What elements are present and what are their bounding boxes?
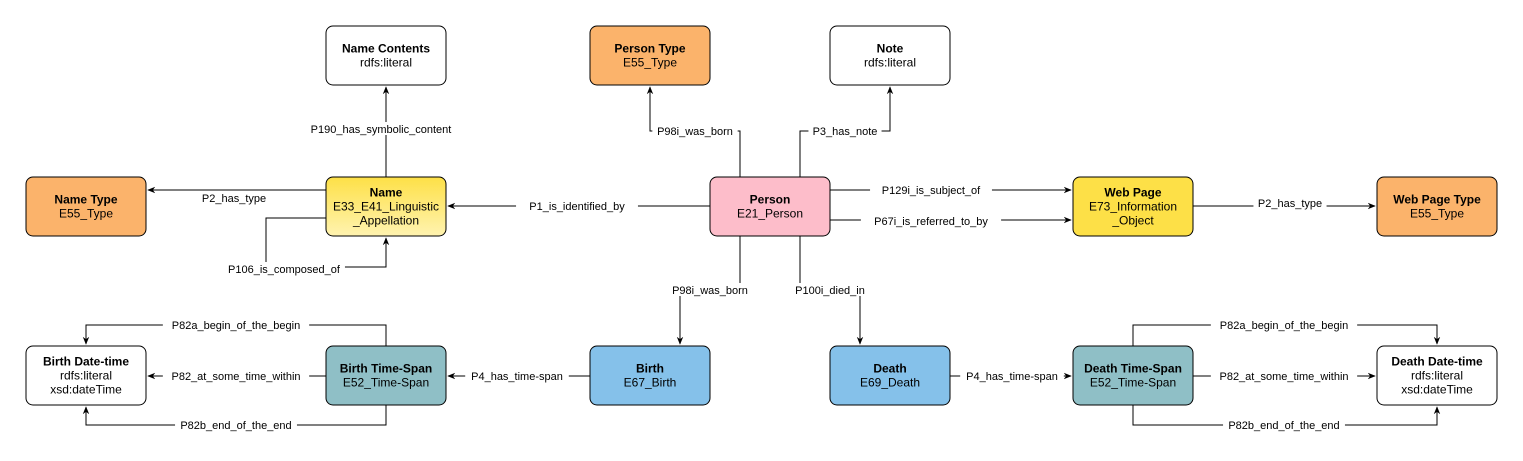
edge-label: P82_at_some_time_within: [162, 369, 310, 383]
node-class: E21_Person: [737, 207, 803, 221]
edge-label: P3_has_note: [808, 124, 882, 138]
node-title: Birth Date-time: [43, 355, 129, 369]
node-title: Person Type: [614, 42, 685, 56]
edge-label: P82_at_some_time_within: [1210, 369, 1358, 383]
edge-label: P2_has_type: [1253, 196, 1327, 210]
node-title: Person: [750, 193, 791, 207]
node-class: E52_Time-Span: [343, 376, 429, 390]
node-class: E33_E41_Linguistic: [333, 200, 439, 214]
edge-label-text: P2_has_type: [1258, 198, 1322, 210]
edge-label-text: P82b_end_of_the_end: [180, 420, 291, 432]
edge-label: P82b_end_of_the_end: [175, 418, 297, 432]
node-box: [325, 25, 447, 86]
edge-label: P1_is_identified_by: [516, 199, 638, 213]
edge-label: P190_has_symbolic_content: [301, 122, 461, 136]
edge-label-text: P100i_died_in: [795, 285, 865, 297]
node-title: Name Contents: [342, 42, 430, 56]
edge-label: P4_has_time-span: [960, 369, 1064, 383]
node-box: [1376, 176, 1498, 237]
edge-label-text: P98i_was_born: [657, 126, 733, 138]
edge-label-text: P82b_end_of_the_end: [1228, 420, 1339, 432]
node-box: [829, 345, 951, 406]
node-class: E55_Type: [623, 56, 677, 70]
edge-label-text: P82_at_some_time_within: [1219, 371, 1348, 383]
edge-label: P100i_died_in: [787, 283, 873, 297]
edge-label: P98i_was_born: [667, 283, 753, 297]
node-class: rdfs:literal: [360, 56, 412, 70]
edge-label-text: P82a_begin_of_the_begin: [1220, 320, 1348, 332]
edge-label: P82a_begin_of_the_begin: [1210, 318, 1358, 332]
node-title: Note: [877, 42, 904, 56]
node-title: Name: [370, 186, 403, 200]
edge-label-text: P106_is_composed_of: [228, 264, 341, 276]
edge-label: P4_has_time-span: [465, 369, 569, 383]
node-title: Name Type: [54, 193, 117, 207]
node-box: [1072, 345, 1194, 406]
node-box: [1072, 176, 1194, 237]
edge-label-text: P82a_begin_of_the_begin: [172, 320, 300, 332]
node-title: Web Page: [1104, 186, 1161, 200]
node-box: [325, 176, 447, 237]
edge-label-text: P1_is_identified_by: [529, 201, 625, 213]
node-box: [325, 345, 447, 406]
edge-label: P129i_is_subject_of: [870, 183, 992, 197]
node-class: E69_Death: [860, 376, 920, 390]
node-title: Birth Time-Span: [340, 362, 432, 376]
edge-label-text: P67i_is_referred_to_by: [874, 216, 988, 228]
node-title: Birth: [636, 362, 664, 376]
node-title: Web Page Type: [1393, 193, 1481, 207]
node-class: rdfs:literal: [60, 369, 112, 383]
edge-label-text: P82_at_some_time_within: [171, 371, 300, 383]
node-class: E55_Type: [1410, 207, 1464, 221]
edge-label: P106_is_composed_of: [223, 262, 345, 276]
edge-label: P67i_is_referred_to_by: [860, 214, 1002, 228]
edge-label-text: P129i_is_subject_of: [882, 185, 981, 197]
node-box: [589, 25, 711, 86]
node-class: _Object: [1111, 214, 1154, 228]
node-class: E55_Type: [59, 207, 113, 221]
edge-label-text: P4_has_time-span: [966, 371, 1058, 383]
node-box: [25, 176, 147, 237]
edge-label: P82a_begin_of_the_begin: [162, 318, 310, 332]
edge-label-text: P2_has_type: [202, 193, 266, 205]
node-class: xsd:dateTime: [1401, 383, 1473, 397]
edge-label-text: P3_has_note: [813, 126, 878, 138]
edge-label: P98i_was_born: [652, 124, 738, 138]
edge-label-text: P4_has_time-span: [471, 371, 563, 383]
node-class: _Appellation: [352, 214, 419, 228]
node-box: [829, 25, 951, 86]
node-box: [709, 176, 831, 237]
node-class: xsd:dateTime: [50, 383, 122, 397]
node-class: E52_Time-Span: [1090, 376, 1176, 390]
node-title: Death: [873, 362, 906, 376]
node-box: [589, 345, 711, 406]
edge-label: P2_has_type: [197, 191, 271, 205]
node-title: Death Date-time: [1391, 355, 1483, 369]
edge-label-text: P98i_was_born: [672, 285, 748, 297]
edge-label-text: P190_has_symbolic_content: [311, 124, 452, 136]
node-class: rdfs:literal: [1411, 369, 1463, 383]
node-class: rdfs:literal: [864, 56, 916, 70]
node-box: [25, 345, 147, 406]
node-class: E67_Birth: [624, 376, 677, 390]
node-title: Death Time-Span: [1084, 362, 1182, 376]
node-box: [1376, 345, 1498, 406]
edge-label: P82b_end_of_the_end: [1223, 418, 1345, 432]
node-class: E73_Information: [1089, 200, 1177, 214]
